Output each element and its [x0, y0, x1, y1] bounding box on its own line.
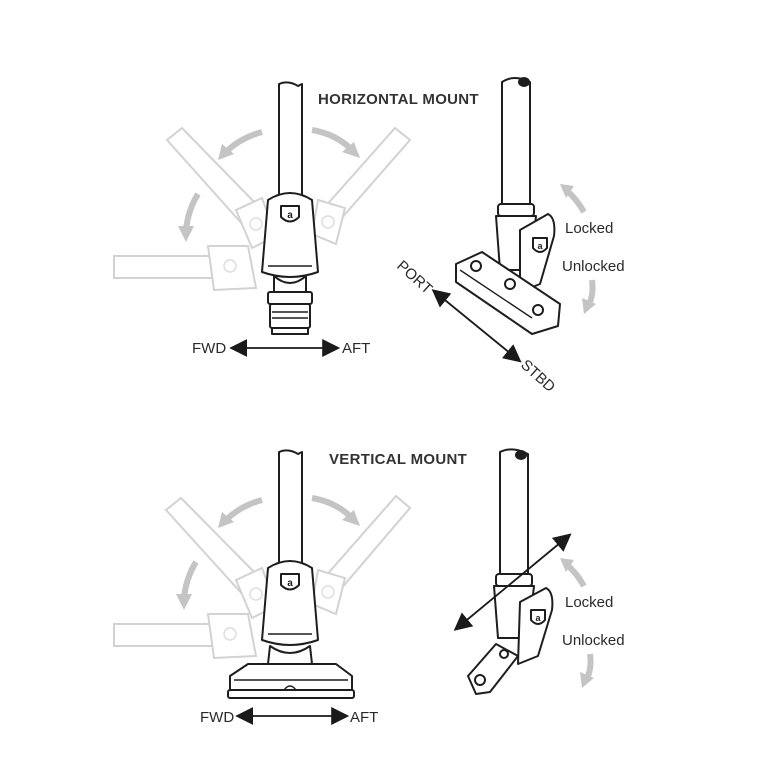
- vertical-rotate-arrow-right: [311, 495, 360, 526]
- horizontal-fwd-label: FWD: [192, 340, 226, 357]
- horizontal-lock-rotate-arrow-down: [582, 279, 596, 314]
- svg-text:a: a: [287, 210, 293, 221]
- svg-text:a: a: [537, 241, 543, 251]
- shield-logo-icon: a: [280, 573, 300, 591]
- horizontal-lock-rotate-arrow-up: [560, 184, 587, 214]
- vertical-mount-title: VERTICAL MOUNT: [329, 451, 467, 468]
- vertical-lock-rotate-arrow-down: [580, 653, 594, 688]
- shield-logo-icon: a: [530, 609, 546, 625]
- shield-logo-icon: a: [280, 205, 300, 223]
- horizontal-ghost-left-horizontal: [113, 245, 258, 292]
- horizontal-ghost-right-diagonal: [310, 126, 412, 246]
- horizontal-rotate-arrow-down: [178, 192, 201, 242]
- vertical-ghost-left-horizontal: [113, 613, 258, 660]
- horizontal-rotate-arrow-right: [311, 127, 360, 158]
- horizontal-locked-label: Locked: [565, 220, 613, 237]
- stbd-label: STBD: [517, 356, 558, 396]
- horizontal-mount-section: HORIZONTAL MOUNT: [113, 77, 625, 396]
- vertical-fwd-label: FWD: [200, 709, 234, 726]
- shield-logo-icon: a: [532, 237, 548, 253]
- vertical-unlocked-label: Unlocked: [562, 632, 625, 649]
- horizontal-aft-label: AFT: [342, 340, 370, 357]
- horizontal-front-mount: a: [261, 81, 319, 335]
- vertical-lock-rotate-arrow-up: [560, 558, 587, 588]
- vertical-rotate-arrow-down: [176, 560, 199, 610]
- vertical-mount-section: VERTICAL MOUNT: [113, 448, 625, 726]
- port-label: PORT: [393, 257, 435, 297]
- svg-text:a: a: [287, 578, 293, 589]
- vertical-aft-label: AFT: [350, 709, 378, 726]
- horizontal-side-mount: a: [455, 77, 561, 335]
- horizontal-rotate-arrow-left: [218, 129, 263, 160]
- horizontal-mount-title: HORIZONTAL MOUNT: [318, 91, 479, 108]
- vertical-side-double-arrow: [453, 533, 572, 631]
- vertical-rotate-arrow-left: [218, 497, 263, 528]
- vertical-locked-label: Locked: [565, 594, 613, 611]
- vertical-side-mount: a: [467, 448, 554, 695]
- vertical-front-mount: a: [227, 449, 355, 699]
- port-stbd-arrow: [431, 289, 522, 363]
- horizontal-unlocked-label: Unlocked: [562, 258, 625, 275]
- vertical-ghost-right-diagonal: [310, 494, 412, 616]
